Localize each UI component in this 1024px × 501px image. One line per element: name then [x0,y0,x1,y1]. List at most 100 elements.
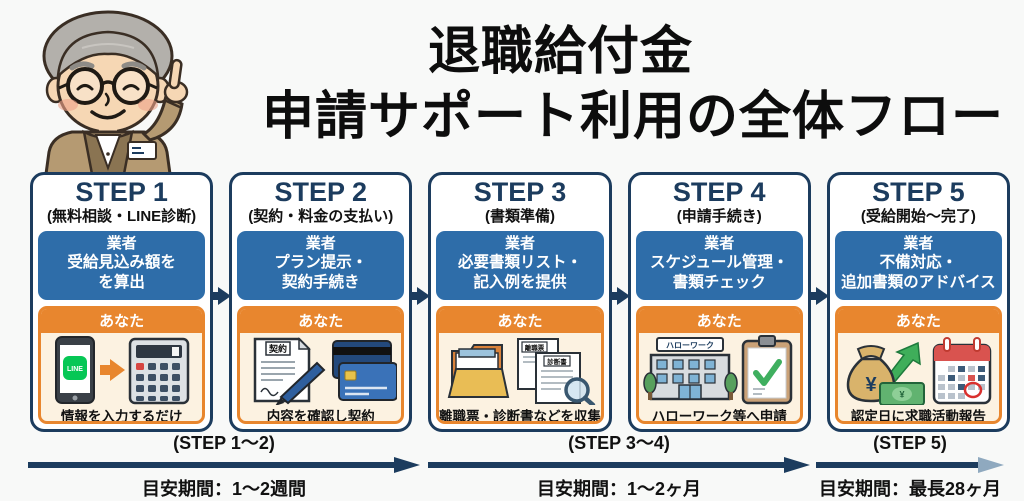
svg-text:診断書: 診断書 [547,357,567,366]
step-label: STEP 3 [473,177,567,207]
provider-task-line1: プラン提示・ [274,253,368,271]
user-action-label: ハローワーク等へ申請 [651,408,787,424]
flow-arrow [609,172,630,432]
user-role-label: あなた [41,308,203,333]
folder-stack-icon [447,343,510,398]
provider-box: 業者 プラン提示・ 契約手続き [237,230,405,300]
user-box: あなた 離職票 [436,305,604,424]
timeline-steps-label: (STEP 1～2) [173,433,275,453]
timeline-steps-label: (STEP 3～4) [568,433,670,453]
user-role-label: あなた [638,308,800,333]
step-card-3: STEP 3 (書類準備) 業者 必要書類リスト・ 記入例を提供 あなた [428,172,612,432]
svg-text:¥: ¥ [866,374,878,396]
flow-arrow [410,172,431,432]
provider-task-line2: 契約手続き [282,273,360,291]
user-box: あなた 契約 [237,305,405,424]
step4-icons: ハローワーク [639,333,800,405]
line-diagnosis-illustration: LINE [54,335,189,404]
provider-task-line1: スケジュール管理・ [650,253,789,271]
step-label: STEP 5 [872,177,965,207]
step-subtitle: (書類準備) [485,208,555,226]
step1-icons: LINE [41,333,202,405]
benefit-report-illustration: ¥ ¥ [847,336,992,405]
provider-role-label: 業者 [505,234,536,252]
advisor-illustration [42,10,189,174]
provider-task-line2: 記入例を提供 [473,273,567,291]
svg-text:ハローワーク: ハローワーク [666,340,714,350]
checklist-clipboard-icon [741,334,793,404]
smartphone-line-icon: LINE [54,335,95,404]
provider-box: 業者 スケジュール管理・ 書類チェック [635,230,803,300]
flow-arrow [211,172,232,432]
user-role-label: あなた [837,308,1000,333]
timeline-duration-label: 目安期間：1～2週間 [141,478,307,499]
timeline-steps-label: (STEP 5) [873,433,947,453]
svg-text:契約: 契約 [268,343,287,354]
pen-icon [275,361,326,405]
step-subtitle: (契約・料金の支払い) [248,208,394,226]
timeline-arrow-icon [816,456,1004,473]
credit-cards-icon [331,339,397,401]
timeline-duration-label: 目安期間：1～2ヶ月 [536,478,702,499]
hellowork-building-icon: ハローワーク [643,336,738,400]
provider-task-line2: 書類チェック [672,273,766,291]
step2-icons: 契約 [240,333,401,405]
provider-task-line1: 受給見込み額を [67,253,176,271]
step-subtitle: (受給開始～完了) [860,208,976,226]
svg-text:離職票: 離職票 [525,343,545,352]
step-card-4: STEP 4 (申請手続き) 業者 スケジュール管理・ 書類チェック あなた ハ… [627,172,811,432]
user-action-label: 認定日に求職活動報告 [850,408,986,424]
step-card-1: STEP 1 (無料相談・LINE診断) 業者 受給見込み額を を算出 あなた … [30,172,214,432]
step-card-2: STEP 2 (契約・料金の支払い) 業者 プラン提示・ 契約手続き あなた 契… [229,172,413,432]
calculator-icon [128,337,189,404]
svg-text:¥: ¥ [900,389,905,399]
banknote-icon: ¥ [879,381,926,405]
steps-row: STEP 1 (無料相談・LINE診断) 業者 受給見込み額を を算出 あなた … [30,172,1011,432]
right-arrow-icon [99,358,125,381]
user-role-label: あなた [240,308,402,333]
calendar-icon [933,336,992,404]
circled-date-mark [964,381,983,398]
name-badge [127,141,157,160]
tree-icon [643,371,738,400]
user-box: あなた ¥ ¥ [834,305,1003,424]
provider-role-label: 業者 [704,234,735,252]
user-role-label: あなた [439,308,601,333]
step-subtitle: (申請手続き) [676,208,762,226]
provider-box: 業者 不備対応・ 追加書類のアドバイス [834,230,1003,300]
provider-role-label: 業者 [106,234,137,252]
user-action-label: 情報を入力するだけ [60,408,183,424]
step-subtitle: (無料相談・LINE診断) [47,208,197,226]
provider-task-line2: を算出 [98,273,145,291]
step-label: STEP 2 [274,177,368,207]
user-box: あなた LINE [38,305,206,424]
magnifier-icon [564,376,596,405]
timeline-arrow-icon [28,456,420,473]
provider-box: 業者 受給見込み額を を算出 [38,230,206,300]
provider-box: 業者 必要書類リスト・ 記入例を提供 [436,230,604,300]
flow-arrow-icon [410,287,431,305]
application-illustration: ハローワーク [643,334,793,404]
timeline-segment-1: (STEP 1～2) 目安期間：1～2週間 [28,433,420,501]
timeline-segment-2: (STEP 3～4) 目安期間：1～2ヶ月 [428,433,810,501]
flow-arrow-icon [808,287,829,305]
svg-text:LINE: LINE [67,366,83,373]
timeline-duration-label: 目安期間：最長28ヶ月 [818,478,1002,499]
user-action-label: 離職票・診断書などを収集 [439,408,601,424]
timeline-arrow-icon [428,456,810,473]
step-label: STEP 4 [672,177,766,207]
flow-arrow-icon [609,287,630,305]
step-label: STEP 1 [75,177,168,207]
step3-icons: 離職票 診断書 [439,333,600,405]
provider-role-label: 業者 [305,234,336,252]
timeline: (STEP 1～2) 目安期間：1～2週間 (STEP 3～4) 目安期間：1～… [0,433,1024,501]
user-box: あなた ハローワーク [635,305,803,424]
provider-task-line1: 必要書類リスト・ [458,253,583,271]
contract-payment-illustration: 契約 [253,336,397,405]
provider-task-line2: 追加書類のアドバイス [841,273,996,291]
step5-icons: ¥ ¥ [838,333,999,405]
flow-arrow [808,172,829,432]
timeline-segment-3: (STEP 5) 目安期間：最長28ヶ月 [816,433,1004,501]
page-title-line1: 退職給付金 [428,23,694,81]
flow-arrow-icon [211,287,232,305]
